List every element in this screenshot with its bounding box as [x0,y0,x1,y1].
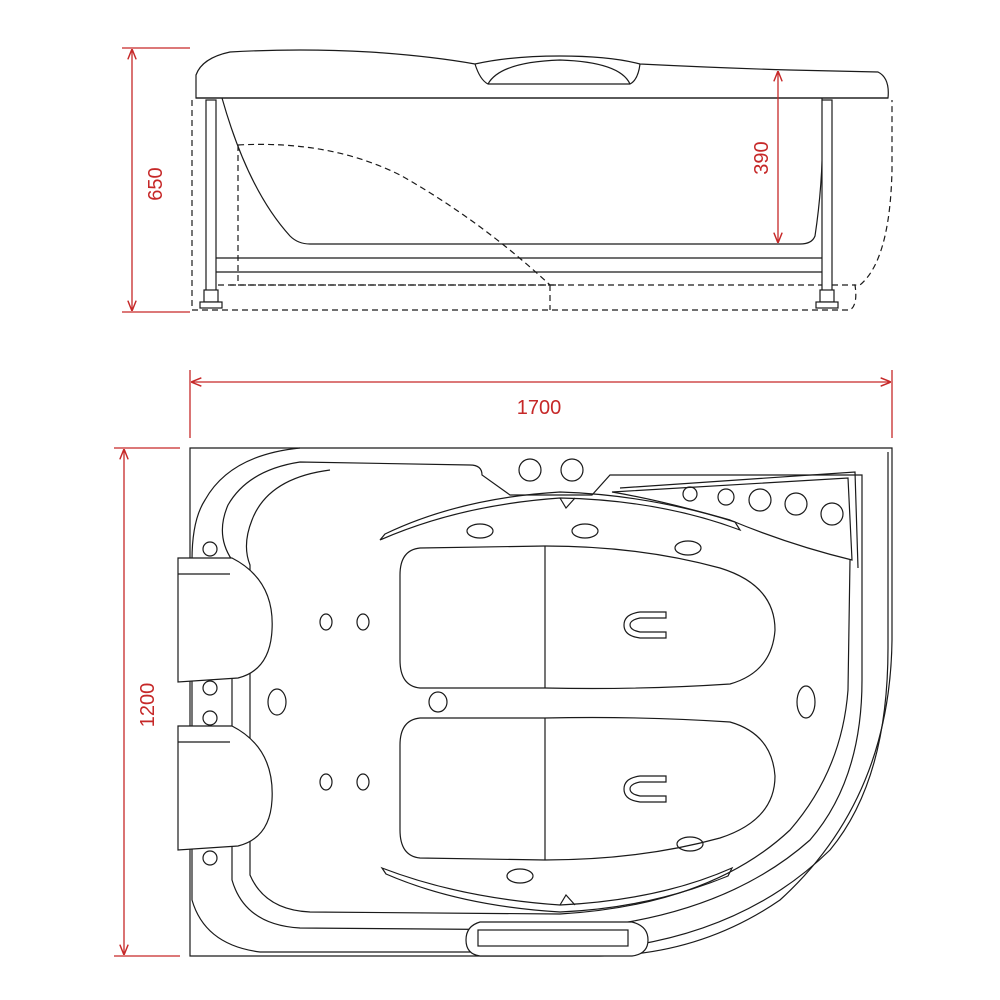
top-basin-wall [245,469,851,915]
control-knob-1 [682,486,698,502]
control-knob-2 [717,488,735,506]
lower-armrest [380,866,734,913]
side-dashed-apron [191,100,893,311]
dimension-depth: 390 [751,72,778,242]
top-shell [191,447,889,953]
top-faucet-2 [560,458,584,482]
seat-lower [399,716,776,861]
dim-height-label: 650 [145,167,167,200]
side-view [191,49,893,311]
side-headrest-recess [474,63,641,85]
dim-depth-label: 390 [751,141,773,174]
dimension-height: 650 [122,47,190,313]
top-control-panel [611,477,853,561]
seat-upper [399,545,776,690]
side-rim [195,49,889,99]
seat-upper-handle [623,611,667,639]
dim-length-label: 1700 [517,397,562,419]
dimension-length: 1700 [189,370,893,438]
side-leg-left [205,99,217,293]
headrest-lower [177,725,273,851]
top-faucet-1 [518,458,542,482]
bottom-pillow [465,921,649,957]
dim-width-label: 1200 [137,683,159,728]
dimension-width: 1200 [114,447,180,957]
control-knob-3 [748,488,772,512]
side-basin [221,97,824,245]
control-knob-4 [784,492,808,516]
seat-lower-handle [623,775,667,803]
control-knob-5 [820,502,844,526]
side-dashed-seat [237,143,551,286]
side-leg-right [821,99,833,293]
headrest-upper [177,557,273,683]
upper-armrest [379,491,742,541]
top-outline [189,447,893,957]
top-inner-rim [221,461,863,931]
top-view [177,447,893,957]
